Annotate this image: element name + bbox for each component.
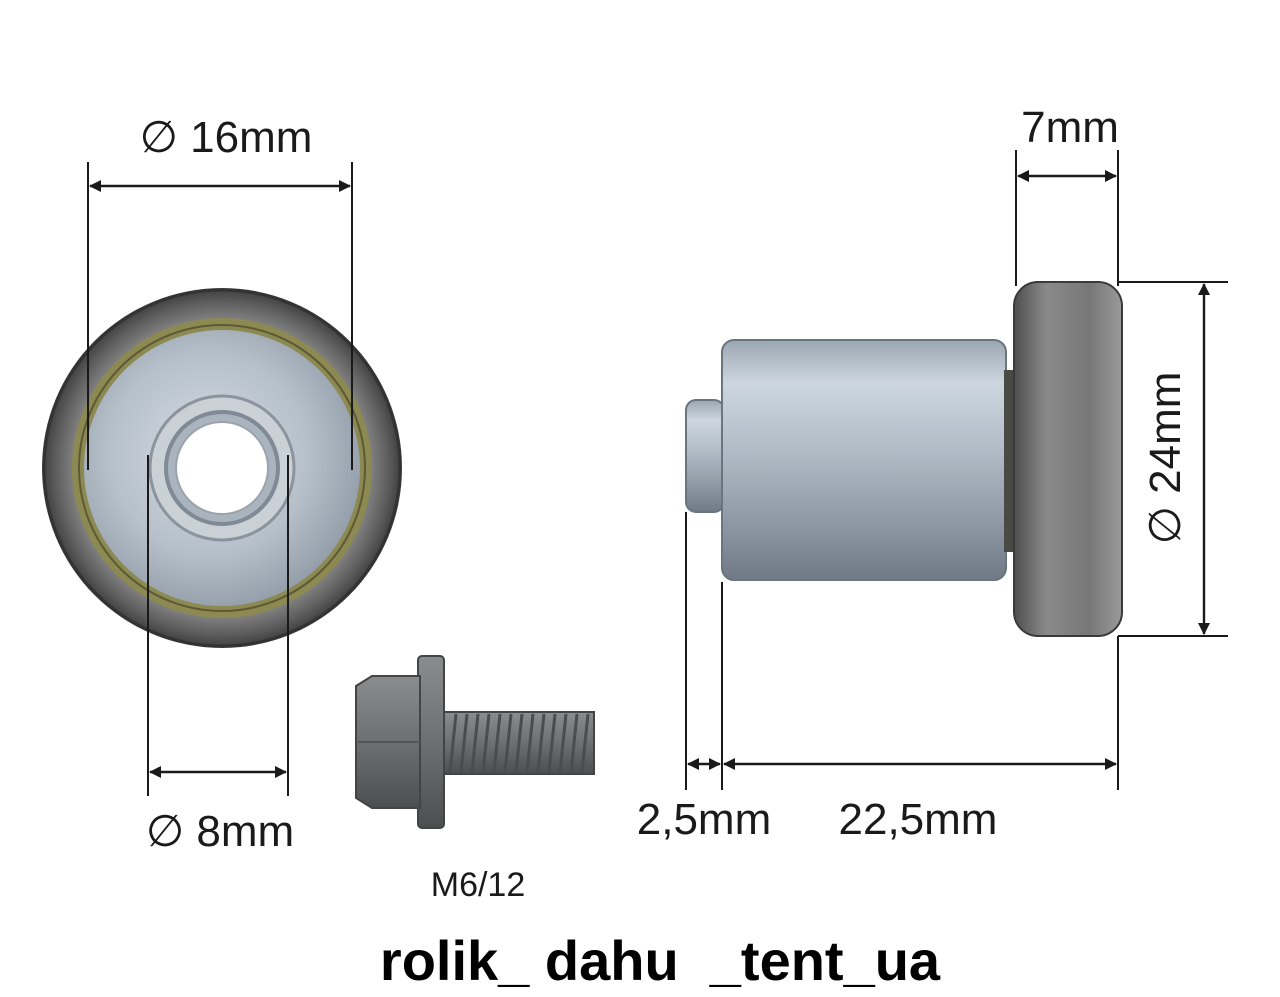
wheel-diameter-label: ∅ 24mm: [1141, 372, 1190, 545]
wheel-width-label: 7mm: [1021, 103, 1119, 152]
bolt-thread-ridge: [481, 713, 491, 773]
inner-diameter-label: ∅ 8mm: [146, 807, 294, 856]
side-view-roller: [685, 281, 1123, 637]
bolt-thread-ridge: [569, 713, 579, 773]
bolt-thread-ridge: [459, 713, 469, 773]
dimension-wheel-diameter: ∅ 24mm: [1118, 281, 1228, 637]
bolt-thread-ridge: [580, 713, 590, 773]
bolt-thread-ridge: [558, 713, 568, 773]
sleeve-body: [721, 339, 1007, 581]
dimension-inner-diameter: ∅ 8mm: [146, 455, 294, 856]
dimension-lengths: 2,5mm 22,5mm: [637, 512, 1119, 844]
bolt-thread-ridge: [503, 713, 513, 773]
bore-hole: [175, 421, 269, 515]
bolt-thread-ridge: [492, 713, 502, 773]
dimension-outer-diameter: ∅ 16mm: [87, 113, 353, 470]
bolt-thread-ridge: [470, 713, 480, 773]
sleeve-step: [685, 399, 725, 513]
wheel-side: [1013, 281, 1123, 637]
sleeve-length-label: 22,5mm: [839, 795, 998, 844]
front-view-roller: [42, 288, 402, 648]
dimension-wheel-width: 7mm: [1015, 103, 1119, 286]
bolt-illustration: M6/12: [355, 655, 595, 904]
outer-diameter-label: ∅ 16mm: [140, 113, 313, 162]
bolt-thread-ridge: [536, 713, 546, 773]
bolt-thread-ridge: [514, 713, 524, 773]
bolt-flange: [417, 655, 445, 829]
bolt-size-label: M6/12: [431, 866, 526, 904]
bolt-thread-ridge: [525, 713, 535, 773]
bolt-thread-ridge: [448, 713, 458, 773]
step-length-label: 2,5mm: [637, 795, 771, 844]
brand-watermark: rolik_ dahu _tent_ua: [380, 929, 941, 992]
bolt-thread-ridge: [547, 713, 557, 773]
